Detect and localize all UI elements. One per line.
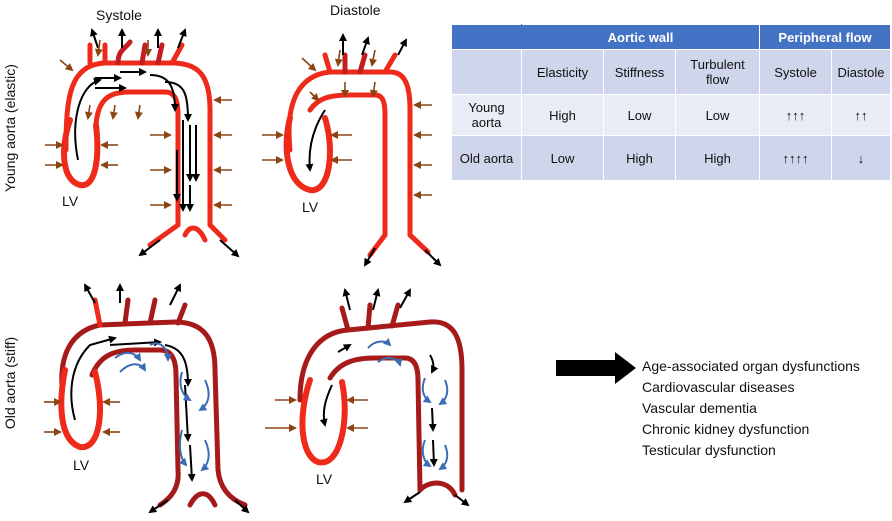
- table-cell: High: [603, 135, 676, 181]
- peripheral-flow-header: Peripheral flow: [759, 24, 892, 50]
- table-cell: High: [674, 135, 761, 181]
- comparison-table: Aortic wall Peripheral flow Elasticity S…: [451, 24, 892, 181]
- row-header: Young aorta: [451, 94, 522, 136]
- old-diastole-aorta: [297, 302, 465, 498]
- old-aorta-label: Old aorta (stiff): [2, 336, 18, 430]
- old-diastole-flow-arrows: [319, 288, 470, 507]
- young-aorta-label: Young aorta (elastic): [2, 64, 18, 192]
- diastole-label: Diastole: [330, 2, 381, 18]
- old-diastole-turbulent-arrows: [367, 337, 449, 471]
- old-systole-turbulent-arrows: [114, 342, 210, 472]
- table-cell: ↑↑: [831, 94, 892, 136]
- list-item: Age-associated organ dysfunctions: [642, 358, 860, 374]
- table-cell: ↑↑↑: [759, 94, 833, 136]
- list-item: Chronic kidney dysfunction: [642, 421, 810, 437]
- column-header: Stiffness: [603, 49, 676, 95]
- table-row: Old aorta Low High High ↑↑↑↑ ↓: [451, 135, 892, 181]
- aortic-wall-header: Aortic wall: [520, 24, 761, 50]
- list-item: Testicular dysfunction: [642, 442, 776, 458]
- list-item: Vascular dementia: [642, 400, 757, 416]
- table-corner-cell: [451, 24, 522, 50]
- table-column-header-row: Elasticity Stiffness Turbulent flow Syst…: [451, 49, 892, 95]
- young-diastole-flow-arrows: [305, 33, 442, 267]
- table-cell: Low: [674, 94, 761, 136]
- table-cell: ↑↑↑↑: [759, 135, 833, 181]
- lv-label-young-systole: LV: [62, 193, 79, 209]
- column-header: Systole: [759, 49, 833, 95]
- old-systole-wall-arrows: [44, 398, 120, 436]
- table-cell: High: [521, 94, 604, 136]
- table-row: Young aorta High Low Low ↑↑↑ ↑↑: [451, 94, 892, 136]
- column-header: Diastole: [831, 49, 892, 95]
- systole-label: Systole: [96, 7, 142, 23]
- old-diastole-wall-arrows: [265, 396, 368, 432]
- lv-label-young-diastole: LV: [302, 199, 319, 215]
- table-group-header-row: Aortic wall Peripheral flow: [451, 24, 892, 50]
- old-systole-aorta: [58, 297, 248, 508]
- young-diastole-aorta: [283, 52, 431, 258]
- column-header: Turbulent flow: [674, 49, 761, 95]
- table-cell: Low: [521, 135, 604, 181]
- young-diastole-wall-arrows: [262, 49, 432, 199]
- old-systole-flow-arrows: [70, 283, 250, 514]
- table-cell: ↓: [831, 135, 892, 181]
- young-systole-flow-arrows: [74, 28, 240, 258]
- outcomes-list: Age-associated organ dysfunctions Cardio…: [642, 356, 860, 461]
- lv-label-old-systole: LV: [73, 457, 90, 473]
- list-item: Cardiovascular diseases: [642, 379, 795, 395]
- outcome-arrow-icon: [556, 352, 636, 384]
- column-header: [451, 49, 522, 95]
- row-header: Old aorta: [451, 135, 522, 181]
- lv-label-old-diastole: LV: [316, 471, 333, 487]
- young-systole-wall-arrows: [45, 39, 232, 209]
- table-cell: Low: [603, 94, 676, 136]
- column-header: Elasticity: [521, 49, 604, 95]
